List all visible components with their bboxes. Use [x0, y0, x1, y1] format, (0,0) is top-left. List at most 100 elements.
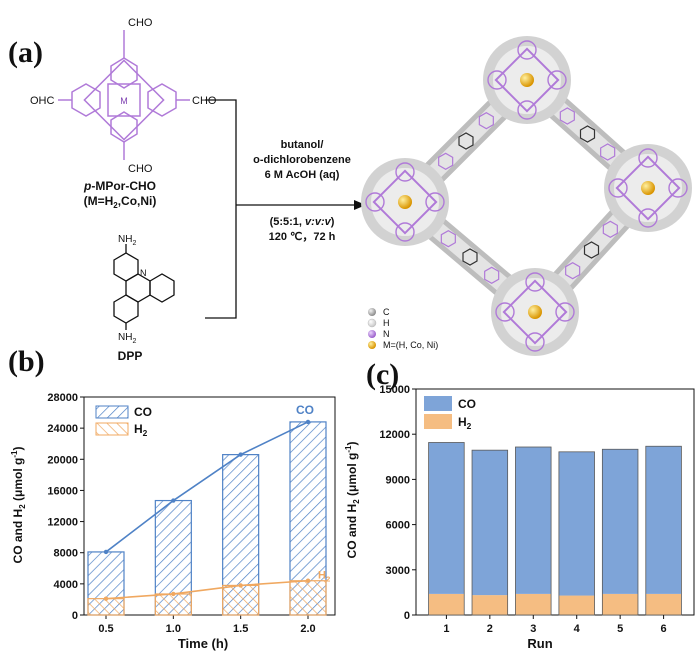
cof-linker-ring	[579, 125, 596, 143]
porphyrin-core	[107, 83, 141, 117]
porphyrin-metals: (M=H2,Co,Ni)	[84, 194, 157, 210]
chart-b-ytick-label: 12000	[47, 517, 78, 529]
chart-c: (c) CO and H2 (μmol g-1) Run 03000600090…	[344, 358, 695, 651]
chart-b-trend-label-h2-text: H	[318, 570, 326, 582]
reaction-arrow-head	[354, 200, 366, 210]
chart-c-ytick-label: 0	[404, 610, 410, 622]
chart-b-point-h2	[305, 578, 311, 583]
cof-node-phenyl	[365, 192, 385, 212]
chart-c-ytick-label: 3000	[386, 565, 410, 577]
chart-b-ytick-label: 8000	[54, 548, 78, 560]
chart-b-xtick-label: 0.5	[98, 623, 113, 635]
chart-b-point-h2	[171, 591, 176, 597]
cof-framework-illustration	[361, 36, 692, 356]
chart-b-legend-label-h2-text: H	[134, 422, 143, 436]
panel-label-b: (b)	[8, 345, 45, 378]
porphyrin-name: p-MPor-CHO	[83, 179, 156, 193]
chart-b-ytick-label: 4000	[54, 579, 78, 591]
dpp-n-atom: N	[140, 268, 147, 278]
chart-b-trend-label-h2-sub: 2	[326, 575, 330, 584]
chart-b-xtick-label: 2.0	[300, 623, 315, 635]
atom-h-swatch	[367, 318, 377, 328]
chart-c-xtick-label: 6	[661, 623, 667, 635]
chart-c-ylabel-b: (μmol g	[345, 453, 359, 500]
phenyl-ring-left	[71, 83, 101, 117]
chart-c-ylabel: CO and H2 (μmol g-1)	[344, 442, 361, 559]
chart-c-legend-swatch-h2	[424, 414, 452, 429]
dpp-ring-3	[113, 294, 139, 324]
chart-b-legend-label-h2: H2	[134, 422, 148, 438]
panel-label-a: (a)	[8, 36, 43, 69]
cof-linker-ring	[602, 220, 618, 239]
atom-n-swatch	[368, 330, 376, 338]
metals-text: (M=H	[84, 194, 114, 208]
chart-b-trend-h2	[105, 579, 309, 600]
cof-node-phenyl	[668, 178, 688, 198]
cof-linker-ring	[438, 152, 454, 171]
condition-line-2: o-dichlorobenzene	[253, 154, 351, 166]
chart-b-bar-h2	[289, 580, 327, 616]
chart-b-point-co	[103, 549, 109, 555]
chart-c-bar-co	[602, 449, 638, 594]
chart-c-xtick-label: 5	[617, 623, 623, 635]
chart-b-bar-h2	[154, 593, 192, 616]
chart-b-ytick-label: 0	[72, 610, 78, 622]
ratio-open: (5:5:1,	[270, 216, 305, 228]
chart-c-frame	[415, 388, 695, 616]
condition-line-1: butanol/	[281, 139, 324, 151]
atom-m-swatch	[368, 341, 376, 349]
condition-ratio: (5:5:1, v:v:v)	[270, 216, 335, 228]
cho-label-bottom: CHO	[128, 163, 153, 175]
condition-temp-time: 120 ℃，72 h	[269, 231, 336, 243]
panel-label-c: (c)	[366, 358, 399, 391]
cof-node-phenyl	[487, 70, 507, 90]
chart-c-ytick-label: 6000	[386, 520, 410, 532]
chart-b-xlabel: Time (h)	[178, 636, 228, 651]
metals-rest: ,Co,Ni)	[118, 194, 157, 208]
chart-c-legend-label-co: CO	[458, 397, 476, 411]
chart-c-bar-h2	[558, 595, 595, 615]
chart-c-ytick-label: 15000	[379, 384, 410, 396]
atom-c-label: C	[383, 307, 390, 317]
chart-c-ylabel-a: CO and H	[345, 504, 359, 559]
cof-metal-center	[528, 305, 542, 319]
cof-node-phenyl	[425, 192, 445, 212]
chart-c-ylabel-c: )	[345, 442, 359, 446]
chart-c-bar-co	[428, 442, 465, 594]
cof-node-phenyl	[525, 332, 545, 352]
cof-linker-ring	[458, 132, 474, 150]
panel-a: (a) M CHO OHC CHO CHO p-MPor-CHO (M=H2,C…	[8, 17, 692, 363]
atom-c-swatch	[368, 308, 376, 316]
chart-b-trend-label-h2: H2	[318, 570, 330, 584]
dpp-phenyl-ring	[149, 273, 175, 303]
chart-c-ytick-label: 12000	[379, 429, 410, 441]
chart-c-bar-co	[645, 446, 682, 594]
chart-c-bar-h2	[515, 593, 552, 615]
porphyrin-structure	[58, 30, 190, 160]
chart-b-ytick-label: 16000	[47, 485, 78, 497]
cof-linker-ring	[478, 111, 494, 130]
cof-node-phenyl	[555, 302, 575, 322]
chart-c-xtick-label: 1	[443, 623, 449, 635]
cho-label-top: CHO	[128, 17, 153, 29]
chart-c-ylabel-sub: 2	[352, 499, 361, 504]
metals-sub: 2	[113, 201, 118, 210]
chart-b: (b) CO and H2 (μmol g-1) Time (h) 040008…	[8, 345, 336, 651]
cof-linker-ring	[462, 248, 478, 266]
cof-metal-center	[641, 181, 655, 195]
chart-c-legend-label-h2: H2	[458, 415, 472, 431]
chart-b-ylabel-c: )	[11, 447, 25, 451]
phenyl-ring-right	[147, 83, 177, 117]
chart-b-point-co	[238, 452, 243, 457]
cof-node-phenyl	[608, 178, 628, 198]
cho-label-right: CHO	[192, 95, 217, 107]
chart-c-bar-co	[558, 451, 595, 596]
chart-b-ylabel-sub: 2	[18, 504, 27, 509]
chart-b-legend-label-h2-sub: 2	[143, 428, 148, 438]
chart-b-point-co	[305, 419, 311, 425]
atom-h-label: H	[383, 318, 390, 328]
chart-b-ylabel-b: (μmol g	[11, 458, 25, 505]
porphyrin-name-rest: -MPor-CHO	[91, 179, 156, 193]
